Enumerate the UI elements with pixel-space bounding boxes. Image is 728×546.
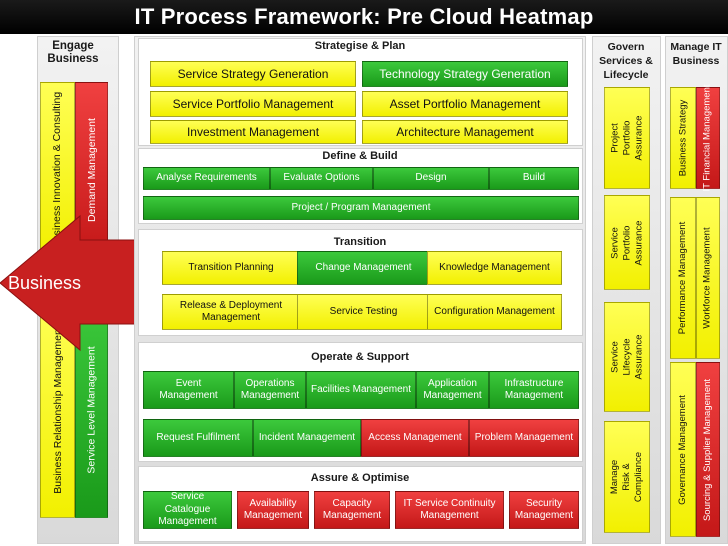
business-strategy-bar: Business Strategy	[670, 87, 696, 189]
service-strategy-generation-box: Service Strategy Generation	[150, 61, 356, 87]
it-financial-management-bar: IT Financial Management	[696, 84, 720, 192]
page-title: IT Process Framework: Pre Cloud Heatmap	[0, 0, 728, 34]
asset-portfolio-management-box: Asset Portfolio Management	[362, 91, 568, 117]
business-arrow-label: Business	[8, 273, 82, 293]
operations-management-box: Operations Management	[234, 371, 306, 409]
event-management-box: Event Management	[143, 371, 234, 409]
project-portfolio-assurance-bar: Project Portfolio Assurance	[604, 87, 650, 189]
incident-management-box: Incident Management	[253, 419, 361, 457]
technology-strategy-generation-box: Technology Strategy Generation	[362, 61, 568, 87]
service-catalogue-management-box: Service Catalogue Management	[143, 491, 232, 529]
evaluate-options-box: Evaluate Options	[270, 167, 373, 190]
build-box: Build	[489, 167, 579, 190]
project-program-management-box: Project / Program Management	[143, 196, 579, 220]
sourcing-supplier-management-bar: Sourcing & Supplier Management	[696, 362, 720, 537]
service-lifecycle-assurance-bar: Service Lifecycle Assurance	[604, 302, 650, 412]
engage-business-label: Engage Business	[47, 40, 99, 65]
manage-risk-compliance-bar: Manage Risk & Compliance	[604, 421, 650, 533]
operate-support-label: Operate & Support	[311, 351, 409, 363]
security-management-box: Security Management	[509, 491, 579, 529]
transition-label: Transition	[333, 236, 387, 248]
it-service-continuity-management-box: IT Service Continuity Management	[395, 491, 504, 529]
service-portfolio-management-box: Service Portfolio Management	[150, 91, 356, 117]
design-box: Design	[373, 167, 489, 190]
manage-it-business-label: Manage IT Business	[670, 41, 722, 67]
govern-services-label: Govern Services & Lifecycle	[599, 41, 653, 81]
business-innovation-consulting-bar: Business Innovation & Consulting	[40, 82, 75, 257]
workforce-management-bar: Workforce Management	[696, 197, 720, 359]
facilities-management-box: Facilities Management	[306, 371, 416, 409]
knowledge-management-box: Knowledge Management	[427, 251, 562, 285]
investment-management-box: Investment Management	[150, 120, 356, 144]
strategise-plan-label: Strategise & Plan	[314, 40, 406, 52]
capacity-management-box: Capacity Management	[314, 491, 390, 529]
availability-management-box: Availability Management	[237, 491, 309, 529]
service-testing-box: Service Testing	[297, 294, 430, 330]
infrastructure-management-box: Infrastructure Management	[489, 371, 579, 409]
assure-optimise-label: Assure & Optimise	[310, 472, 410, 484]
configuration-management-box: Configuration Management	[427, 294, 562, 330]
transition-planning-box: Transition Planning	[162, 251, 300, 285]
governance-management-bar: Governance Management	[670, 362, 696, 537]
request-fulfilment-box: Request Fulfilment	[143, 419, 253, 457]
performance-management-bar: Performance Management	[670, 197, 696, 359]
change-management-box: Change Management	[297, 251, 430, 285]
access-management-box: Access Management	[361, 419, 469, 457]
define-build-label: Define & Build	[322, 150, 398, 162]
analyse-requirements-box: Analyse Requirements	[143, 167, 270, 190]
problem-management-box: Problem Management	[469, 419, 579, 457]
application-management-box: Application Management	[416, 371, 489, 409]
release-deployment-management-box: Release & Deployment Management	[162, 294, 300, 330]
service-portfolio-assurance-bar: Service Portfolio Assurance	[604, 195, 650, 290]
architecture-management-box: Architecture Management	[362, 120, 568, 144]
